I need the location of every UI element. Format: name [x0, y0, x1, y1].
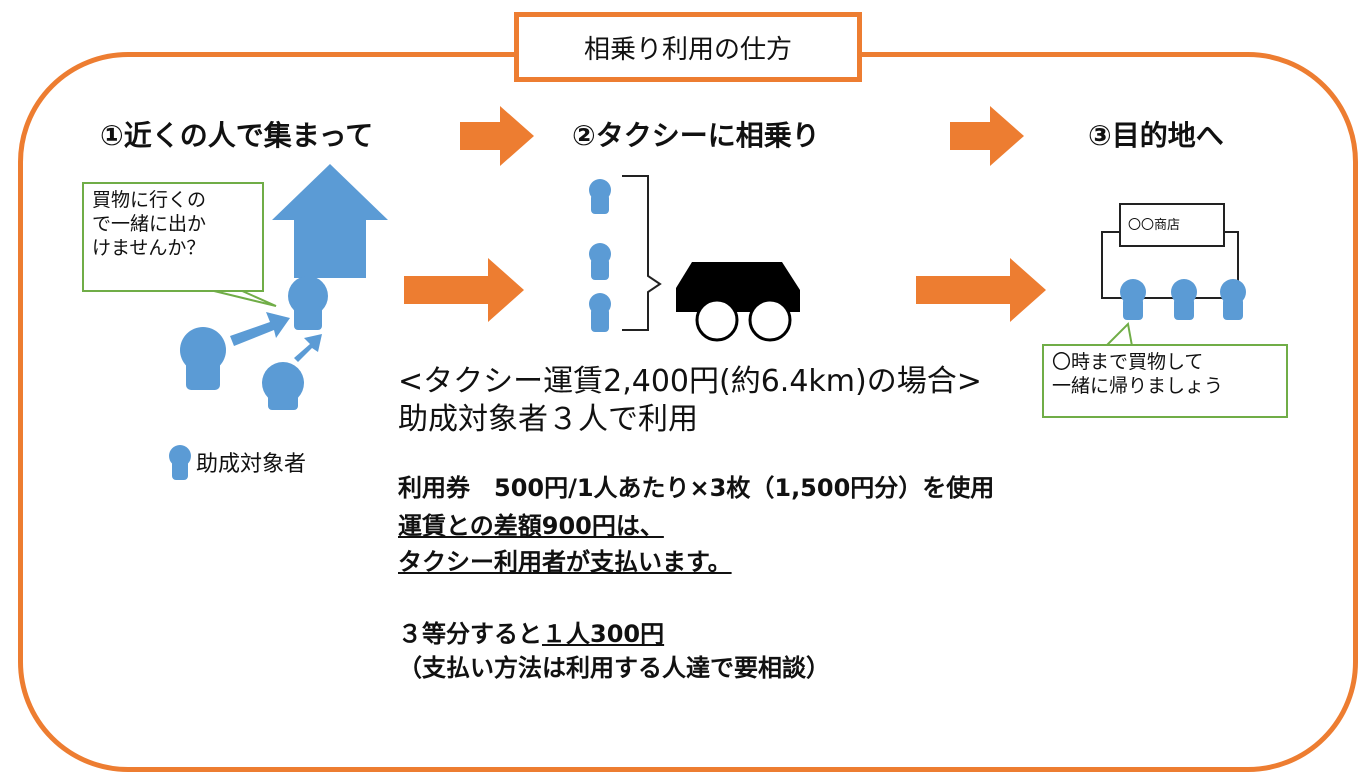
shop-sign: 〇〇商店: [1128, 218, 1181, 233]
details-line3: タクシー利用者が支払います。: [398, 548, 732, 576]
person-icon: [1220, 279, 1246, 320]
fare-title: <タクシー運賃2,400円(約6.4km)の場合>: [398, 364, 982, 399]
arrow-icon: [950, 106, 1024, 166]
person-icon: [589, 243, 611, 280]
arrow-icon: [460, 106, 534, 166]
title-box: 相乗り利用の仕方: [514, 12, 862, 82]
bubble-left-line3: けませんか？: [92, 237, 206, 259]
speech-bubble-right: 〇時まで買物して 一緒に帰りましょう: [1042, 344, 1288, 418]
details-line2: 運賃との差額900円は、: [398, 512, 664, 540]
bracket-icon: [622, 175, 662, 331]
step3-heading: ③目的地へ: [1088, 119, 1224, 152]
arrow-icon: [916, 258, 1046, 322]
speech-bubble-left: 買物に行くの で一緒に出か けませんか？: [82, 182, 264, 292]
house-icon: [272, 164, 388, 278]
arrow-icon: [230, 312, 290, 346]
fare-subtitle: 助成対象者３人で利用: [398, 402, 698, 437]
details-line5: （支払い方法は利用する人達で要相談）: [398, 654, 830, 682]
bubble-tail: [209, 288, 277, 307]
diagram-graphics: [169, 106, 1246, 480]
person-icon: [1171, 279, 1197, 320]
arrow-icon: [294, 334, 322, 362]
details-line4-prefix: ３等分すると: [398, 620, 542, 648]
person-icon: [1120, 279, 1146, 320]
page-title: 相乗り利用の仕方: [583, 34, 792, 65]
step2-heading: ②タクシーに相乗り: [572, 119, 820, 152]
details-line4-highlight: １人300円: [542, 620, 665, 648]
bubble-right-line2: 一緒に帰りましょう: [1052, 375, 1224, 397]
details-line1: 利用券 500円/1人あたり×3枚（1,500円分）を使用: [398, 474, 995, 502]
legend-person-icon: [169, 445, 191, 480]
person-icon: [589, 179, 611, 214]
details-line4: ３等分すると１人300円: [398, 614, 664, 649]
arrow-icon: [404, 258, 524, 322]
bubble-right-line1: 〇時まで買物して: [1052, 351, 1204, 373]
bubble-left-line1: 買物に行くの: [92, 189, 207, 211]
taxi-icon: [676, 262, 800, 342]
step1-heading: ①近くの人で集まって: [100, 119, 374, 152]
person-icon: [288, 276, 328, 330]
bubble-left-line2: で一緒に出か: [92, 213, 207, 235]
bubble-tail: [1103, 321, 1134, 348]
person-icon: [262, 362, 304, 410]
person-icon: [589, 293, 611, 332]
person-icon: [180, 327, 226, 390]
legend-label: 助成対象者: [196, 452, 307, 477]
